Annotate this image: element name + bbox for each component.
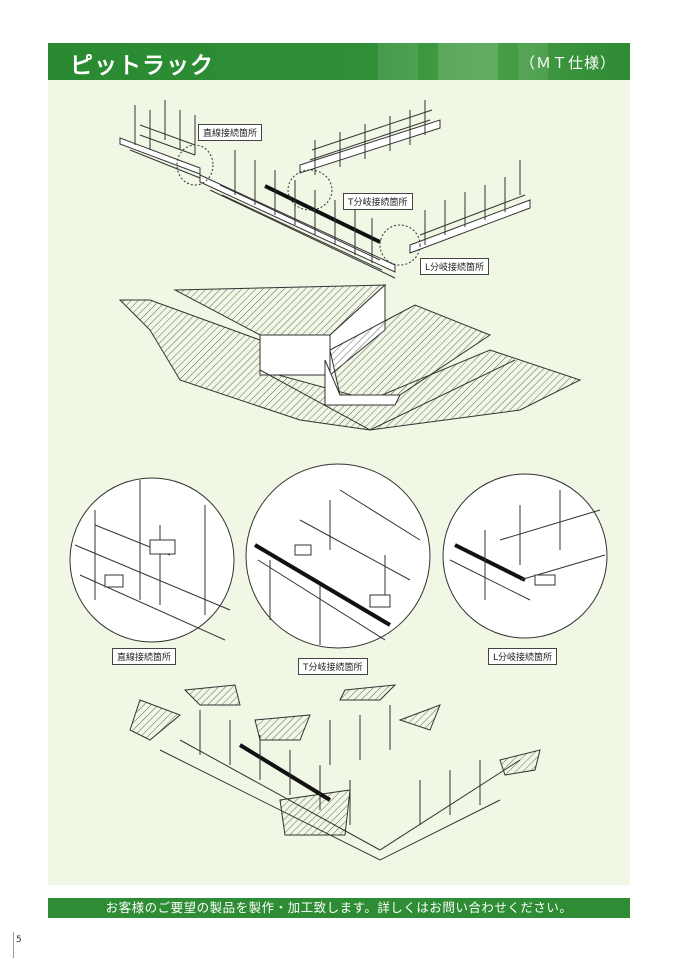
- header-decoration: [518, 43, 548, 80]
- overview-label-l-branch: L分岐接続箇所: [420, 258, 490, 275]
- overview-label-straight: 直線接続箇所: [198, 124, 263, 141]
- header-decoration: [438, 43, 498, 80]
- content-panel: [48, 80, 630, 885]
- footer-note-bar: お客様のご要望の製品を製作・加工致します。詳しくはお問い合わせください。: [48, 898, 630, 918]
- detail-label-straight: 直線接続箇所: [112, 648, 177, 665]
- page-number-rule: [13, 932, 14, 958]
- page-title: ピットラック: [70, 53, 214, 79]
- header-decoration: [378, 43, 418, 80]
- footer-note: お客様のご要望の製品を製作・加工致します。詳しくはお問い合わせください。: [105, 900, 573, 915]
- page-number: 5: [16, 935, 22, 945]
- detail-label-l-branch: L分岐接続箇所: [488, 648, 558, 665]
- header-bar: ピットラック （ＭＴ仕様）: [48, 43, 630, 80]
- spec-label: （ＭＴ仕様）: [519, 54, 616, 72]
- overview-label-t-branch: T分岐接続箇所: [343, 193, 413, 210]
- detail-label-t-branch: T分岐接続箇所: [298, 658, 368, 675]
